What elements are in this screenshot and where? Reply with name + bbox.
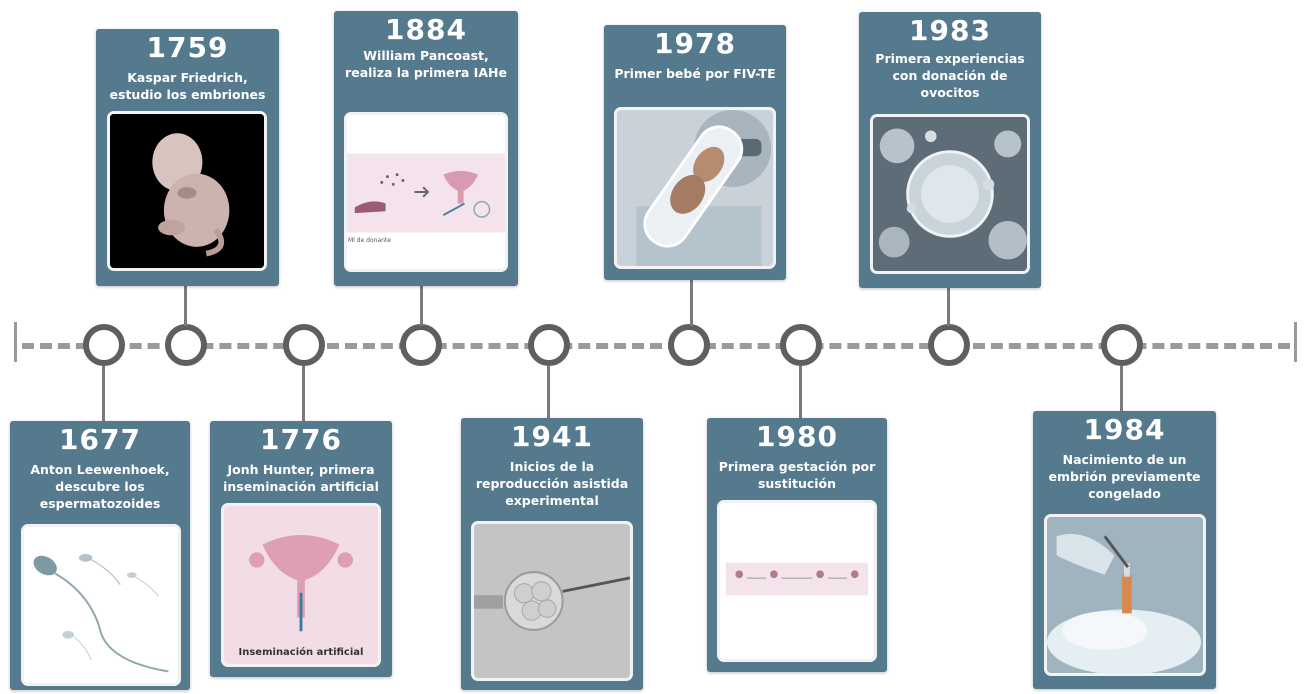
surrogacy-diagram-icon: [717, 500, 877, 662]
event-description: Kaspar Friedrich, estudio los embriones: [100, 69, 275, 103]
timeline-node-1759: [165, 324, 207, 366]
event-description: Inicios de la reproducción asistida expe…: [465, 458, 639, 509]
connector-1941: [547, 366, 550, 418]
timeline-axis: [22, 343, 1290, 349]
embryo-photo-icon: [107, 111, 267, 271]
diagram-caption: Ml de donante: [348, 237, 408, 245]
event-description: Jonh Hunter, primera inseminación artifi…: [214, 461, 388, 495]
timeline-node-1978: [668, 324, 710, 366]
timeline-node-1941: [528, 324, 570, 366]
test-tube-baby-icon: [614, 107, 776, 269]
event-year: 1759: [96, 31, 279, 65]
event-year: 1776: [210, 423, 392, 457]
timeline-node-1980: [780, 324, 822, 366]
oocytes-icon: [870, 114, 1030, 274]
event-year: 1677: [10, 423, 190, 457]
cryopreservation-icon: [1044, 514, 1206, 676]
event-card-1980: 1980 Primera gestación por sustitución: [707, 418, 887, 672]
connector-1884: [420, 286, 423, 326]
event-description: William Pancoast, realiza la primera IAH…: [338, 47, 514, 81]
timeline-node-1776: [283, 324, 325, 366]
sperm-cells-icon: [21, 524, 181, 686]
timeline-start-cap: [14, 322, 17, 362]
event-card-1978: 1978 Primer bebé por FIV-TE: [604, 25, 786, 280]
event-description: Primera experiencias con donación de ovo…: [863, 50, 1037, 101]
event-card-1983: 1983 Primera experiencias con donación d…: [859, 12, 1041, 288]
event-year: 1983: [859, 14, 1041, 48]
donor-insemination-diagram-icon: [344, 112, 508, 272]
event-year: 1984: [1033, 413, 1216, 447]
event-card-1677: 1677 Anton Leewenhoek, descubre los espe…: [10, 421, 190, 690]
connector-1984: [1120, 366, 1123, 414]
timeline-node-1677: [83, 324, 125, 366]
event-card-1941: 1941 Inicios de la reproducción asistida…: [461, 418, 643, 690]
event-year: 1980: [707, 420, 887, 454]
connector-1776: [302, 366, 305, 422]
connector-1677: [102, 366, 105, 422]
event-card-1759: 1759 Kaspar Friedrich, estudio los embri…: [96, 29, 279, 286]
connector-1978: [690, 280, 693, 326]
event-description: Nacimiento de un embrión previamente con…: [1037, 451, 1212, 502]
timeline-end-cap: [1294, 322, 1297, 362]
diagram-caption: Inseminación artificial: [225, 647, 377, 659]
insemination-diagram-icon: [221, 503, 381, 667]
event-year: 1941: [461, 420, 643, 454]
event-card-1776: 1776 Jonh Hunter, primera inseminación a…: [210, 421, 392, 677]
micro-injection-icon: [471, 521, 633, 681]
connector-1983: [947, 288, 950, 326]
event-description: Primera gestación por sustitución: [711, 458, 883, 492]
event-year: 1978: [604, 27, 786, 61]
timeline-node-1983: [928, 324, 970, 366]
connector-1980: [799, 366, 802, 418]
connector-1759: [184, 286, 187, 326]
event-card-1984: 1984 Nacimiento de un embrión previament…: [1033, 411, 1216, 689]
event-card-1884: 1884 William Pancoast, realiza la primer…: [334, 11, 518, 286]
event-year: 1884: [334, 13, 518, 47]
timeline-node-1884: [400, 324, 442, 366]
timeline-node-1984: [1101, 324, 1143, 366]
event-description: Anton Leewenhoek, descubre los espermato…: [14, 461, 186, 512]
event-description: Primer bebé por FIV-TE: [608, 65, 782, 82]
